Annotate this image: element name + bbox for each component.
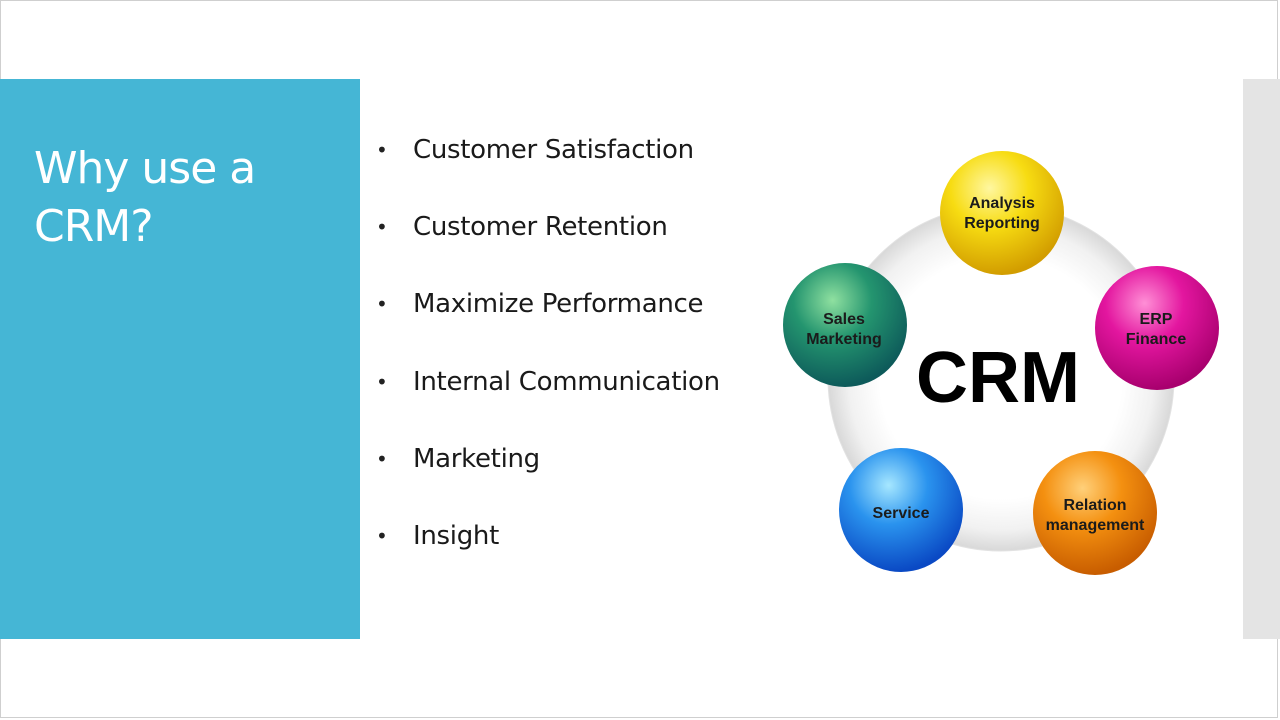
orb-sales-marketing: Sales Marketing bbox=[783, 263, 907, 387]
bullet-label: Customer Satisfaction bbox=[413, 135, 694, 165]
orb-label-line-1: Analysis bbox=[969, 195, 1035, 212]
bullet-dot-icon: • bbox=[376, 292, 388, 317]
bullet-list: • Customer Satisfaction • Customer Reten… bbox=[376, 128, 720, 591]
bullet-item: • Customer Retention bbox=[376, 205, 720, 282]
slide-title-line-1: Why use a bbox=[34, 143, 256, 194]
bullet-dot-icon: • bbox=[376, 369, 388, 394]
orb-analysis-reporting: Analysis Reporting bbox=[940, 151, 1064, 275]
orb-erp-finance: ERP Finance bbox=[1095, 266, 1219, 390]
orb-label-line-1: Relation bbox=[1063, 497, 1126, 514]
bullet-dot-icon: • bbox=[376, 523, 388, 548]
bullet-label: Customer Retention bbox=[413, 212, 668, 243]
side-strip bbox=[1243, 79, 1280, 639]
orb-sales-marketing-sphere bbox=[783, 263, 907, 387]
bullet-item: • Customer Satisfaction bbox=[376, 128, 720, 205]
bullet-label: Marketing bbox=[413, 443, 540, 474]
slide-title: Why use a CRM? bbox=[34, 140, 344, 256]
title-panel bbox=[0, 79, 360, 639]
bullet-dot-icon: • bbox=[376, 215, 388, 240]
orb-analysis-reporting-sphere bbox=[940, 151, 1064, 275]
diagram-center-label: CRM bbox=[916, 338, 1080, 418]
orb-service-sphere bbox=[839, 448, 963, 572]
orb-label-line-2: Reporting bbox=[964, 215, 1040, 232]
slide-title-line-2: CRM? bbox=[34, 201, 154, 252]
bullet-dot-icon: • bbox=[376, 446, 388, 471]
bullet-item: • Marketing bbox=[376, 437, 720, 514]
bullet-label: Maximize Performance bbox=[413, 289, 704, 320]
orb-service: Service bbox=[839, 448, 963, 572]
orb-label-line-2: management bbox=[1046, 517, 1145, 534]
bullet-dot-icon: • bbox=[376, 138, 388, 162]
orb-label-line-2: Finance bbox=[1126, 331, 1187, 348]
bullet-item: • Insight bbox=[376, 514, 720, 591]
crm-diagram: CRM Analysis Reporting ERP Finance Relat… bbox=[783, 151, 1219, 575]
orb-relation-management-sphere bbox=[1033, 451, 1157, 575]
orb-label-line-1: Service bbox=[873, 505, 930, 522]
bullet-label: Internal Communication bbox=[413, 366, 720, 397]
orb-relation-management: Relation management bbox=[1033, 451, 1157, 575]
orb-label-line-1: Sales bbox=[823, 311, 865, 328]
orb-label-line-1: ERP bbox=[1140, 311, 1173, 328]
orb-erp-finance-sphere bbox=[1095, 266, 1219, 390]
bullet-item: • Maximize Performance bbox=[376, 282, 720, 359]
bullet-item: • Internal Communication bbox=[376, 360, 720, 437]
orb-label-line-2: Marketing bbox=[806, 331, 882, 348]
bullet-label: Insight bbox=[413, 520, 499, 551]
